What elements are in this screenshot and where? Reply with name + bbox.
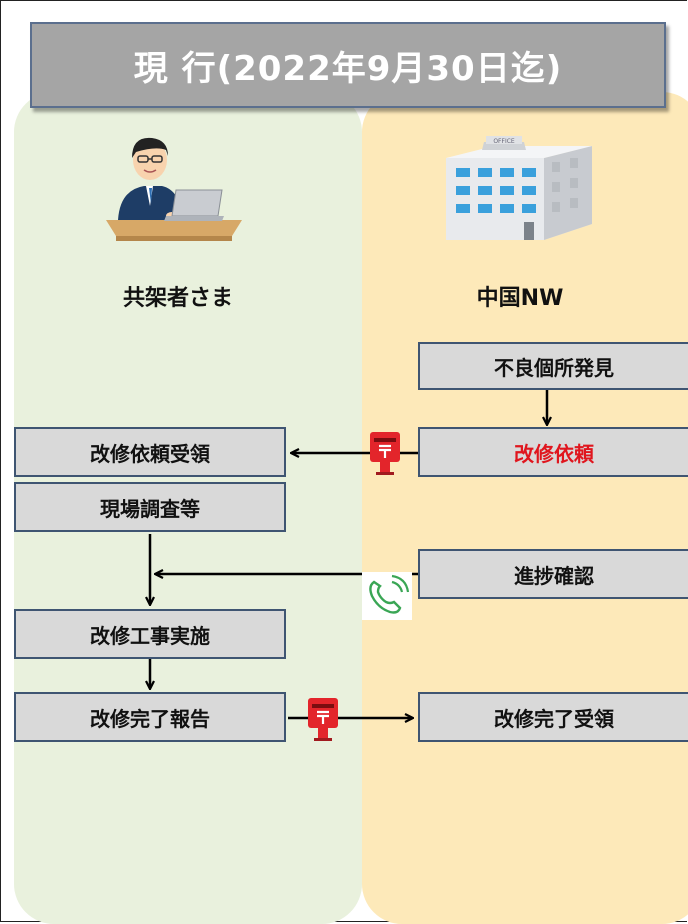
step-repair-work: 改修工事実施 xyxy=(14,609,286,659)
step-repair-request-received: 改修依頼受領 xyxy=(14,427,286,477)
office-building-icon: OFFICE xyxy=(446,136,592,240)
svg-text:OFFICE: OFFICE xyxy=(493,138,515,145)
mailbox-icon xyxy=(308,698,338,741)
step-defect-found: 不良個所発見 xyxy=(418,342,688,390)
diagram-title: 現 行(2022年9月30日迄) xyxy=(30,22,666,108)
person-at-laptop-icon xyxy=(106,137,242,241)
phone-icon xyxy=(362,572,412,620)
step-site-survey: 現場調査等 xyxy=(14,482,286,532)
step-completion-report: 改修完了報告 xyxy=(14,692,286,742)
step-repair-request: 改修依頼 xyxy=(418,427,688,477)
actor-company-label: 中国NW xyxy=(476,286,564,311)
step-completion-received: 改修完了受領 xyxy=(418,692,688,742)
actor-customer-label: 共架者さま xyxy=(122,286,233,311)
mailbox-icon xyxy=(370,432,400,475)
step-progress-check: 進捗確認 xyxy=(418,549,688,599)
